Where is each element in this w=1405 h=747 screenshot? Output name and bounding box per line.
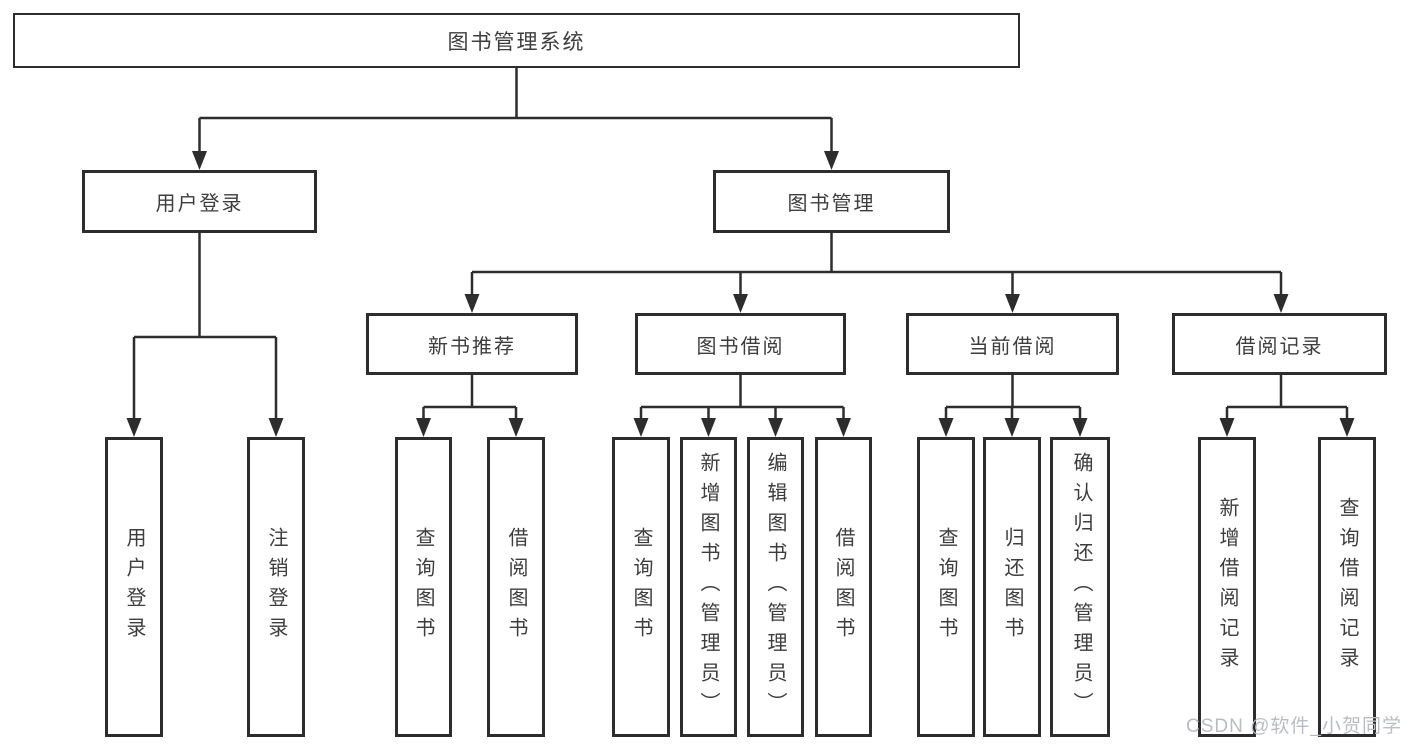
leaf-edit-book-admin: 编辑图书（管理员）	[747, 437, 804, 737]
leaf-add-book-admin: 新增图书（管理员）	[680, 437, 737, 737]
node-current-borrowing: 当前借阅	[906, 313, 1119, 375]
node-user-login: 用户登录	[82, 170, 317, 233]
arrowheads	[126, 151, 1355, 437]
node-book-borrowing: 图书借阅	[635, 313, 846, 375]
leaf-query-books-borrow: 查询图书	[612, 437, 670, 737]
leaf-query-books-current: 查询图书	[917, 437, 975, 737]
leaf-query-borrow-record: 查询借阅记录	[1318, 437, 1376, 737]
leaf-borrow-books-borrow: 借阅图书	[815, 437, 872, 737]
node-new-book-recommend: 新书推荐	[366, 313, 578, 375]
node-borrowing-records: 借阅记录	[1172, 313, 1387, 375]
leaf-query-books-recommend: 查询图书	[395, 437, 452, 737]
node-library-management-system: 图书管理系统	[13, 13, 1020, 68]
leaf-logout: 注销登录	[247, 437, 305, 737]
node-book-management: 图书管理	[713, 170, 950, 233]
leaf-user-login: 用户登录	[105, 437, 163, 737]
leaf-confirm-return-admin: 确认归还（管理员）	[1050, 437, 1110, 737]
leaf-add-borrow-record: 新增借阅记录	[1198, 437, 1256, 737]
tree-branch-lines	[132, 68, 1349, 420]
leaf-return-book: 归还图书	[983, 437, 1041, 737]
csdn-watermark: CSDN @软件_小贺同学	[1186, 716, 1402, 737]
leaf-borrow-books-recommend: 借阅图书	[487, 437, 545, 737]
